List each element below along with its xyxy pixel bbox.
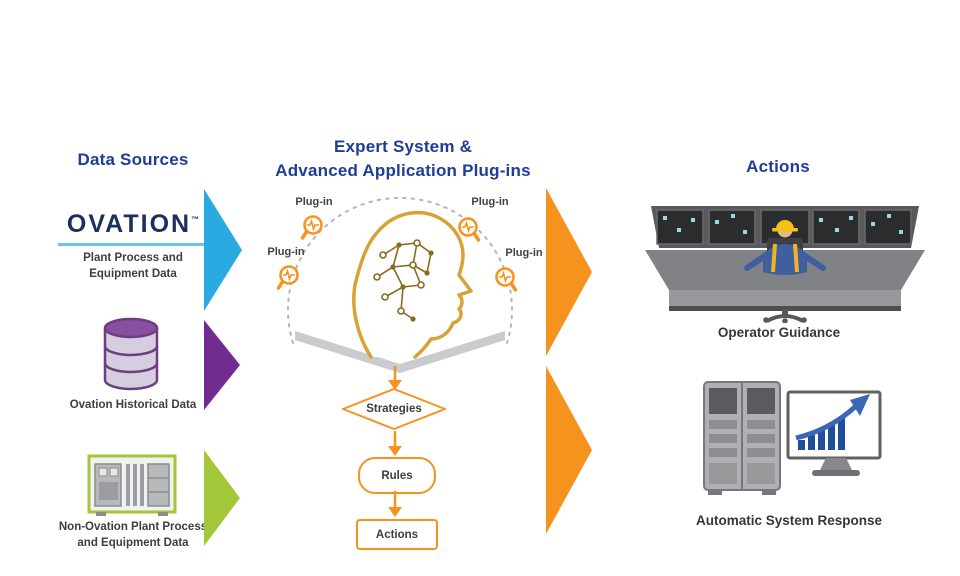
actions-box: Actions — [356, 519, 438, 550]
operator-figure — [744, 220, 826, 275]
plugin-label-right: Plug-in — [505, 247, 543, 259]
expert-system-title-line1: Expert System & — [333, 137, 473, 156]
operator-guidance-label: Operator Guidance — [717, 325, 841, 340]
ovation-trademark: ™ — [191, 215, 200, 224]
operator-chair-base — [763, 309, 807, 323]
expert-system-title-line2: Advanced Application Plug-ins — [275, 160, 531, 180]
console-desk-base — [669, 306, 901, 311]
magnifier-icon — [458, 217, 481, 242]
plant-process-label: Plant Process and Equipment Data — [48, 251, 218, 282]
head-circuit-illustration — [287, 196, 513, 373]
plugin-label-top-left: Plug-in — [295, 196, 333, 208]
plant-process-label-line1: Plant Process and — [83, 252, 183, 264]
brain-circuit-nodes — [373, 239, 434, 322]
down-arrow-icon — [388, 491, 402, 517]
console-desk-front — [669, 290, 901, 306]
data-sources-title: Data Sources — [77, 150, 189, 169]
non-ovation-label-line1: Non-Ovation Plant Process — [58, 521, 208, 533]
chevron-orange-bottom-icon — [546, 366, 592, 534]
down-arrow-icon — [388, 431, 402, 456]
chevron-purple-icon — [204, 320, 240, 410]
head-profile — [352, 210, 473, 359]
rising-arrow — [795, 404, 858, 441]
strategies-label: Strategies — [366, 403, 422, 415]
chevron-green-icon — [204, 450, 240, 546]
non-ovation-label-line2: and Equipment Data — [77, 536, 189, 549]
rules-box: Rules — [358, 457, 436, 494]
plant-process-label-line2: Equipment Data — [89, 267, 177, 280]
ovation-logo: OVATION™ — [38, 210, 228, 239]
bar-chart — [798, 418, 845, 450]
chevron-blue-icon — [204, 189, 242, 311]
console-monitors — [656, 209, 912, 245]
ovation-underline — [58, 243, 208, 246]
actions-title: Actions — [746, 157, 810, 176]
diamond-shape — [340, 387, 448, 431]
database-icon — [103, 317, 159, 391]
automatic-response-label: Automatic System Response — [695, 513, 883, 528]
chevron-orange-top-icon — [546, 188, 592, 356]
expert-system-title: Expert System & Advanced Application Plu… — [250, 135, 556, 183]
magnifier-icon — [495, 267, 518, 292]
funnel-band — [295, 331, 505, 373]
plugin-label-left: Plug-in — [267, 246, 305, 258]
operator-console-illustration — [645, 206, 925, 323]
chart-monitor — [786, 390, 882, 476]
plc-cabinet-icon — [87, 454, 177, 516]
down-arrow-icon — [388, 366, 402, 390]
strategies-diamond: Strategies — [340, 387, 448, 431]
plugin-label-top-right: Plug-in — [471, 196, 509, 208]
historical-data-label: Ovation Historical Data — [69, 399, 197, 411]
non-ovation-label: Non-Ovation Plant Process and Equipment … — [23, 520, 243, 551]
magnifier-icon — [276, 265, 299, 290]
controller-cabinet — [703, 381, 781, 495]
system-response-illustration — [703, 381, 882, 495]
magnifier-icon — [300, 215, 323, 240]
ovation-wordmark-text: OVATION — [66, 210, 192, 238]
